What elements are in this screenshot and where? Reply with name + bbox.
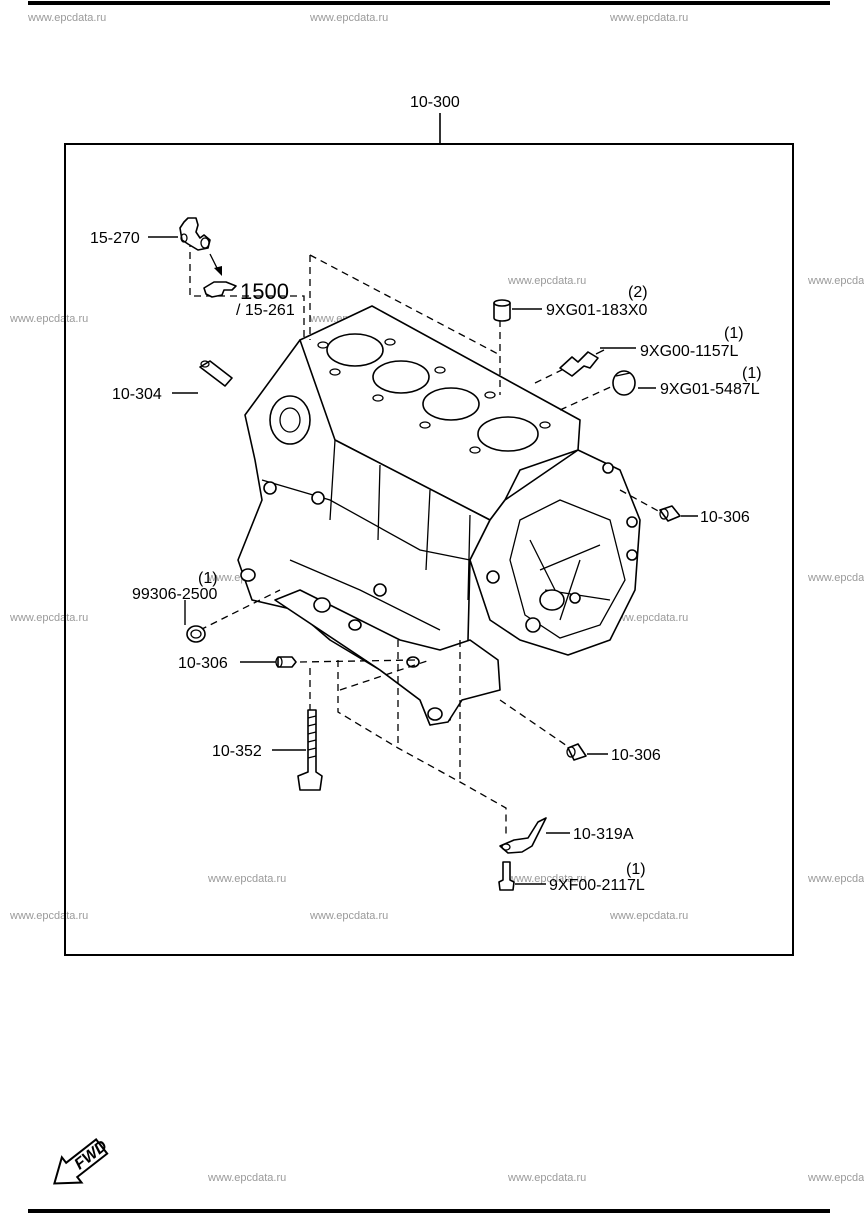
part-label: 10-306 <box>611 747 661 764</box>
part-99306-2500-plug[interactable] <box>186 625 206 643</box>
part-label: 10-352 <box>212 743 262 760</box>
part-label: 9XG01-5487L <box>660 381 760 398</box>
watermark: www.epcdata.ru <box>807 572 864 584</box>
part-qty: (1) <box>198 570 218 587</box>
part-10-306-bushing[interactable] <box>275 656 297 668</box>
watermark: www.epcdata.ru <box>807 1172 864 1184</box>
reference-part: / 15-261 <box>236 302 295 319</box>
watermark: www.epcdata.ru <box>309 910 388 922</box>
part-label: 10-306 <box>178 655 228 672</box>
assembly-frame <box>64 143 794 956</box>
watermark: www.epcdata.ru <box>507 275 586 287</box>
part-label: 9XF00-2117L <box>549 877 645 894</box>
dashed-leaders <box>189 240 661 835</box>
part-qty: (1) <box>724 325 744 342</box>
assembly-number: 10-300 <box>410 94 460 111</box>
part-9XG01-183X0-plug[interactable] <box>493 299 511 322</box>
watermark: www.epcdata.ru <box>207 873 286 885</box>
part-qty: (1) <box>626 861 646 878</box>
part-label: 15-270 <box>90 230 140 247</box>
part-label: 10-306 <box>700 509 750 526</box>
watermark: www.epcdata.ru <box>609 612 688 624</box>
part-9XG00-1157L-sensor[interactable] <box>559 349 605 377</box>
watermark: www.epcdata.ru <box>507 873 586 885</box>
watermark: www.epcdata.ru <box>507 1172 586 1184</box>
part-10-306-bushing[interactable] <box>566 743 587 761</box>
part-9XF00-2117L-bolt[interactable] <box>498 861 515 891</box>
watermark: www.epcdata.ru <box>309 12 388 24</box>
part-10-306-bushing[interactable] <box>659 505 681 522</box>
part-15-270-fitting[interactable] <box>179 217 211 251</box>
hand-reference-icon <box>203 253 237 298</box>
watermark: www.epcdata.ru <box>9 313 88 325</box>
watermark: www.epcdata.ru <box>609 910 688 922</box>
reference-group: 1500 <box>240 279 289 304</box>
part-qty: (2) <box>628 284 648 301</box>
watermark: www.epcdata.ru <box>9 612 88 624</box>
part-9XG01-5487L-plug[interactable] <box>612 370 636 396</box>
part-10-319A-bracket[interactable] <box>499 817 547 854</box>
watermark: www.epcdata.ru <box>807 275 864 287</box>
part-10-352-bolt[interactable] <box>297 709 323 791</box>
part-label: 10-304 <box>112 386 162 403</box>
fwd-arrow-icon: FWD <box>53 1137 111 1185</box>
watermark: www.epcdata.ru <box>807 873 864 885</box>
watermark: www.epcdata.ru <box>9 910 88 922</box>
cylinder-block <box>237 305 641 726</box>
watermark: www.epcdata.ru <box>27 12 106 24</box>
part-label: 99306-2500 <box>132 586 218 603</box>
watermark: www.epcdata.ru <box>207 1172 286 1184</box>
part-10-304-pin[interactable] <box>199 360 233 387</box>
part-label: 9XG01-183X0 <box>546 302 648 319</box>
watermark: www.epcdata.ru <box>609 12 688 24</box>
part-qty: (1) <box>742 365 762 382</box>
part-labels: 15-270 10-304 (2) 9XG01-183X0 (1) 9XG00-… <box>90 230 762 894</box>
part-label: 9XG00-1157L <box>640 343 739 360</box>
part-label: 10-319A <box>573 826 634 843</box>
label-leaders <box>148 236 698 885</box>
